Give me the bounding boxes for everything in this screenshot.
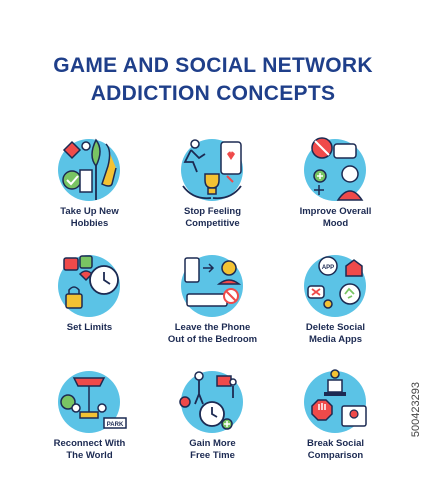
concept-label: Set Limits — [66, 322, 113, 333]
concept-grid: Take Up New Hobbies Stop Feeling Competi… — [28, 130, 398, 478]
concept-set-limits: Set Limits — [28, 246, 151, 362]
park-icon: PARK — [58, 371, 127, 433]
free-time-icon — [179, 371, 243, 433]
title-line-2: ADDICTION CONCEPTS — [90, 82, 336, 105]
svg-text:APP: APP — [322, 265, 334, 271]
concept-break-comparison: Break Social Comparison — [274, 362, 397, 478]
concept-reconnect: PARK Reconnect With The World — [28, 362, 151, 478]
concept-label: Delete Social Media Apps — [305, 322, 366, 345]
concept-label: Improve Overall Mood — [299, 206, 372, 229]
clock-limit-icon — [58, 255, 120, 317]
stock-id: 500423293 — [410, 382, 422, 438]
concept-label: Leave the Phone Out of the Bedroom — [167, 322, 258, 345]
title-line-1: GAME AND SOCIAL NETWORK — [53, 54, 373, 77]
concept-delete-apps: APP Delete Social Media Apps — [274, 246, 397, 362]
concept-label: Stop Feeling Competitive — [184, 206, 241, 229]
concept-phone-bedroom: Leave the Phone Out of the Bedroom — [151, 246, 274, 362]
page-title: GAME AND SOCIAL NETWORK ADDICTION CONCEP… — [0, 52, 426, 108]
stop-comparison-icon — [304, 369, 367, 433]
mood-icon — [304, 137, 366, 201]
concept-label: Take Up New Hobbies — [60, 206, 119, 229]
concept-label: Reconnect With The World — [53, 438, 126, 461]
concept-mood: Improve Overall Mood — [274, 130, 397, 246]
concept-competitive: Stop Feeling Competitive — [151, 130, 274, 246]
phone-bedroom-icon — [181, 255, 243, 317]
concept-free-time: Gain More Free Time — [151, 362, 274, 478]
trophy-icon — [181, 139, 243, 201]
svg-text:PARK: PARK — [107, 422, 124, 428]
concept-hobbies: Take Up New Hobbies — [28, 130, 151, 246]
hobbies-icon — [58, 138, 120, 201]
delete-apps-icon: APP — [304, 255, 366, 317]
concept-label: Break Social Comparison — [306, 438, 365, 461]
concept-label: Gain More Free Time — [189, 438, 236, 461]
